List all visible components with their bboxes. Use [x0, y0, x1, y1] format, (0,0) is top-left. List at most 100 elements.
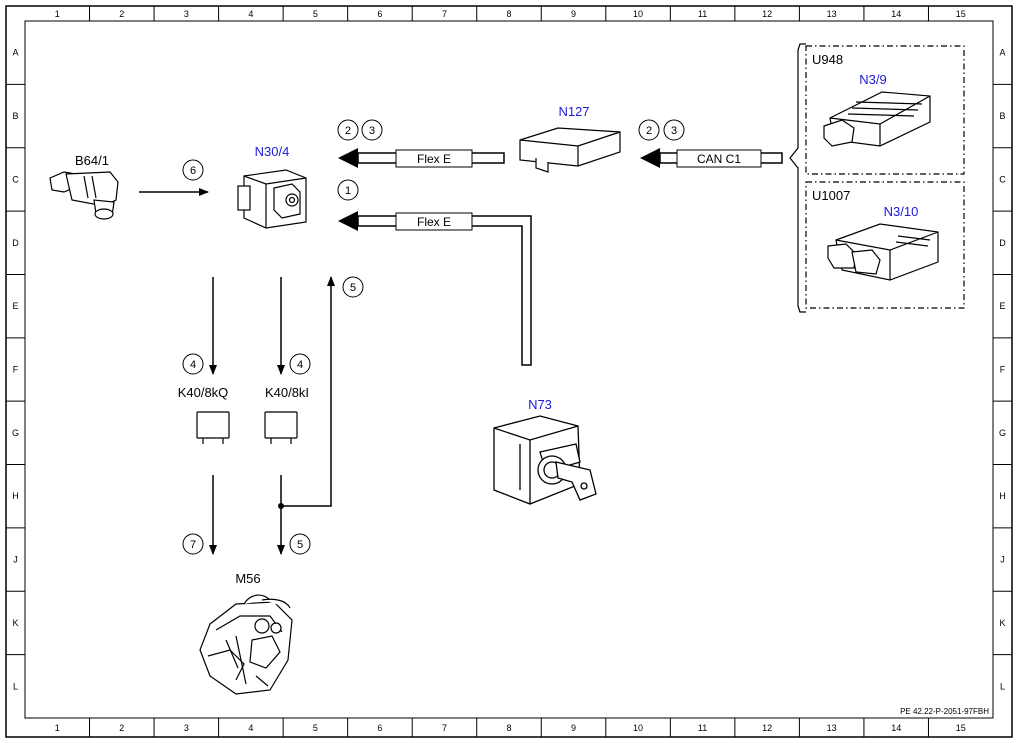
ruler-row-left: B: [12, 111, 18, 121]
label-n73: N73: [528, 397, 552, 412]
ruler-row-right: F: [1000, 365, 1006, 375]
k40-8ki-relay-icon: [264, 411, 298, 444]
label-n127: N127: [558, 104, 589, 119]
number-7: 7: [190, 539, 196, 551]
ruler-row-left: A: [12, 48, 18, 58]
label-u948: U948: [812, 52, 843, 67]
number-3-left: 3: [369, 125, 375, 137]
ruler-column-top: 15: [956, 9, 966, 19]
ruler-row-left: F: [13, 365, 19, 375]
ruler-column-top: 5: [313, 9, 318, 19]
number-1: 1: [345, 185, 351, 197]
ruler-row-left: K: [12, 618, 18, 628]
label-k40-8kq: K40/8kQ: [178, 385, 229, 400]
arrow-feedback-to-n30: [281, 276, 335, 507]
k40-8kq-relay-icon: [196, 411, 230, 444]
label-u1007: U1007: [812, 188, 850, 203]
ruler-row-right: B: [999, 111, 1005, 121]
n3-10-ecu-icon: [827, 223, 939, 281]
ruler-column-top: 10: [633, 9, 643, 19]
number-5-up: 5: [350, 282, 356, 294]
ruler-column-bottom: 7: [442, 723, 447, 733]
label-n3-9: N3/9: [859, 72, 886, 87]
number-4-left: 4: [190, 359, 196, 371]
m56-component-icon: [199, 594, 293, 695]
ruler-row-right: C: [999, 174, 1006, 184]
ruler-column-top: 4: [248, 9, 253, 19]
ruler-column-bottom: 12: [762, 723, 772, 733]
can-c1-bus: [640, 148, 783, 168]
ruler-row-left: D: [12, 238, 19, 248]
ruler-column-top: 11: [698, 9, 707, 19]
ruler-column-bottom: 1: [55, 723, 60, 733]
ruler-row-left: H: [12, 491, 19, 501]
ruler-column-top: 14: [891, 9, 901, 19]
label-k40-8ki: K40/8kI: [265, 385, 309, 400]
ruler-row-right: D: [999, 238, 1006, 248]
flex-e-upper-label: Flex E: [417, 152, 451, 166]
ruler-left: A B C D E F G H J K L: [6, 48, 25, 691]
ruler-column-bottom: 11: [698, 723, 707, 733]
ruler-column-bottom: 2: [119, 723, 124, 733]
n127-module-icon: [519, 127, 621, 173]
ruler-row-right: G: [999, 428, 1006, 438]
number-4-right: 4: [297, 359, 303, 371]
b64-1-sensor-icon: [49, 171, 119, 220]
ruler-column-bottom: 4: [248, 723, 253, 733]
ruler-column-bottom: 8: [506, 723, 511, 733]
label-m56: M56: [235, 571, 260, 586]
label-b64-1: B64/1: [75, 153, 109, 168]
ruler-column-bottom: 10: [633, 723, 643, 733]
ecu-group-bracket: [789, 43, 806, 313]
label-n30-4: N30/4: [255, 144, 290, 159]
number-5-down: 5: [297, 539, 303, 551]
ruler-column-top: 7: [442, 9, 447, 19]
ruler-row-right: E: [999, 301, 1005, 311]
n3-9-ecu-icon: [823, 91, 931, 147]
ruler-column-top: 9: [571, 9, 576, 19]
ruler-column-bottom: 14: [891, 723, 901, 733]
ruler-column-bottom: 9: [571, 723, 576, 733]
label-n3-10: N3/10: [884, 204, 919, 219]
ruler-column-bottom: 3: [184, 723, 189, 733]
can-c1-label: CAN C1: [697, 152, 741, 166]
ruler-column-top: 3: [184, 9, 189, 19]
number-3-right: 3: [671, 125, 677, 137]
ruler-column-bottom: 6: [377, 723, 382, 733]
ruler-row-right: J: [1000, 555, 1005, 565]
ruler-column-top: 8: [506, 9, 511, 19]
number-circles: [182, 119, 685, 555]
ruler-column-top: 1: [55, 9, 60, 19]
n30-4-module-icon: [237, 169, 307, 229]
outer-frame: [5, 5, 1013, 738]
ruler-row-left: G: [12, 428, 19, 438]
document-id: PE 42.22-P-2051-97FBH: [900, 707, 989, 716]
ruler-column-top: 6: [377, 9, 382, 19]
ruler-row-right: H: [999, 491, 1006, 501]
n73-ignition-switch-icon: [493, 415, 597, 505]
ruler-column-bottom: 5: [313, 723, 318, 733]
ruler-row-right: L: [1000, 681, 1005, 691]
ruler-row-left: L: [13, 681, 18, 691]
flex-e-upper-bus: [338, 148, 505, 168]
junction-dot: [278, 503, 284, 509]
ruler-row-left: J: [13, 555, 18, 565]
flex-e-lower-bus: [338, 211, 532, 366]
ruler-column-bottom: 15: [956, 723, 966, 733]
u948-box: [805, 45, 965, 175]
number-2-right: 2: [646, 125, 652, 137]
ruler-row-left: C: [12, 174, 19, 184]
flex-e-lower-label: Flex E: [417, 215, 451, 229]
ruler-column-bottom: 13: [827, 723, 837, 733]
number-2-left: 2: [345, 125, 351, 137]
inner-frame: [24, 20, 994, 719]
ruler-column-top: 13: [827, 9, 837, 19]
ruler-row-left: E: [12, 301, 18, 311]
ruler-column-top: 2: [119, 9, 124, 19]
ruler-row-right: K: [999, 618, 1005, 628]
number-6: 6: [190, 165, 196, 177]
